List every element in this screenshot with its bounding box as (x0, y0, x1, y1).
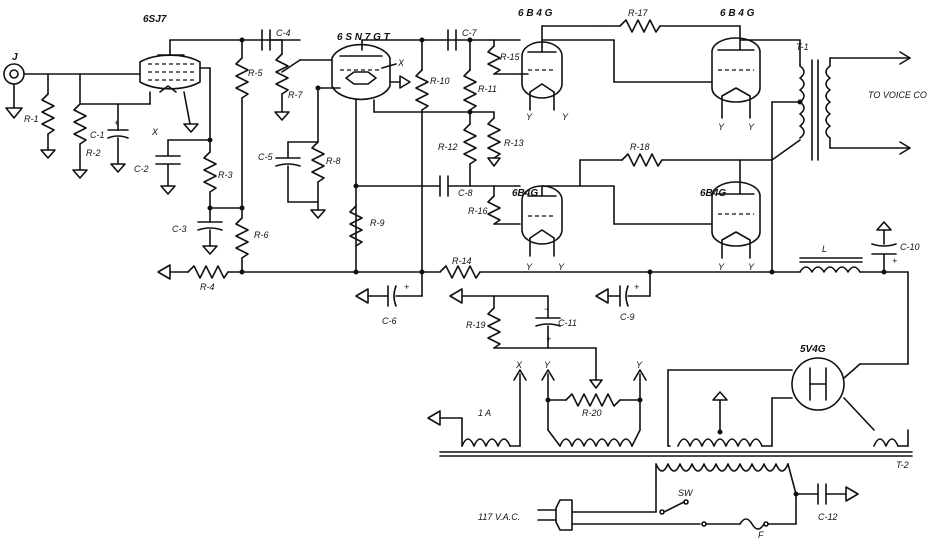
y-label-6: Y (558, 262, 565, 272)
y-label-7: Y (718, 262, 725, 272)
c5-label: C-5 (258, 152, 273, 162)
jack-label: J (12, 52, 18, 63)
y-label-1: Y (526, 112, 533, 122)
svg-text:+: + (634, 282, 639, 292)
y-label-2: Y (562, 112, 569, 122)
r17-label: R-17 (628, 8, 649, 18)
y-label-bottom-2: Y (636, 360, 643, 370)
r11-label: R-11 (478, 84, 497, 94)
c4-label: C-4 (276, 28, 291, 38)
fuse-f (701, 518, 769, 530)
svg-text:+: + (892, 256, 897, 266)
r18-label: R-18 (630, 142, 650, 152)
x-label-6sj7: X (151, 127, 159, 137)
y-label-3: Y (718, 122, 725, 132)
r2-label: R-2 (86, 148, 101, 158)
choke-label: L (822, 244, 827, 254)
switch-label: SW (678, 488, 694, 498)
input-jack (3, 63, 81, 119)
mains-label: 117 V.A.C. (478, 512, 520, 522)
c1-label: C-1 (90, 130, 105, 140)
tube-5v4g (791, 357, 845, 411)
r5-label: R-5 (248, 68, 263, 78)
c12-label: C-12 (818, 512, 838, 522)
tube-5v4g-label: 5V4G (800, 344, 826, 355)
tube-6b4g-top-right-label: 6 B 4 G (720, 8, 755, 19)
tube-6b4g-bot-right-label: 6B4G (700, 188, 726, 199)
choke-l (799, 257, 863, 273)
r14-label: R-14 (452, 256, 472, 266)
t1-label: T-1 (796, 42, 809, 52)
r8-label: R-8 (326, 156, 341, 166)
r13-label: R-13 (504, 138, 524, 148)
svg-text:+: + (114, 118, 119, 128)
svg-text:+: + (404, 282, 409, 292)
tube-6b4g-bot-left-label: 6B4G (512, 188, 538, 199)
r6-label: R-6 (254, 230, 269, 240)
r1-label: R-1 (24, 114, 39, 124)
svg-text:−: − (544, 304, 549, 314)
voice-coil-label: TO VOICE COIL (868, 90, 927, 100)
r20-label: R-20 (582, 408, 602, 418)
c10-label: C-10 (900, 242, 920, 252)
fuse-label: F (758, 530, 764, 539)
tube-6sj7 (139, 54, 201, 93)
y-label-4: Y (748, 122, 755, 132)
tube-6sn7gt-label: 6 S N 7 G T (337, 32, 391, 43)
y-label-8: Y (748, 262, 755, 272)
switch-sw[interactable] (659, 499, 689, 515)
r19-label: R-19 (466, 320, 486, 330)
fuse-rating-label: 1 A (478, 408, 491, 418)
tube-6sn7gt (331, 43, 391, 101)
svg-text:+: + (546, 334, 551, 344)
c6-label: C-6 (382, 316, 397, 326)
c8-label: C-8 (458, 188, 473, 198)
r4-label: R-4 (200, 282, 215, 292)
r16-label: R-16 (468, 206, 488, 216)
tube-6b4g-top-right (711, 37, 761, 103)
x-label-6sn7: X (397, 58, 405, 68)
tube-6sj7-label: 6SJ7 (143, 14, 167, 25)
c3-label: C-3 (172, 224, 187, 234)
c11-label: C-11 (558, 318, 577, 328)
tube-6b4g-top-left-label: 6 B 4 G (518, 8, 553, 19)
c2-label: C-2 (134, 164, 149, 174)
r10-label: R-10 (430, 76, 450, 86)
tube-6b4g-bot-right (711, 181, 761, 247)
resistor-r1 (40, 73, 56, 159)
r9-label: R-9 (370, 218, 385, 228)
tube-6b4g-bot-left (521, 185, 563, 245)
r15-label: R-15 (500, 52, 521, 62)
r12-label: R-12 (438, 142, 458, 152)
t2-label: T-2 (896, 460, 909, 470)
r3-label: R-3 (218, 170, 233, 180)
x-label-bottom: X (515, 360, 523, 370)
c7-label: C-7 (462, 28, 477, 38)
mains-plug (537, 499, 573, 531)
transformer-t2 (439, 438, 913, 472)
y-label-bottom-1: Y (544, 360, 551, 370)
c9-label: C-9 (620, 312, 635, 322)
y-label-5: Y (526, 262, 533, 272)
r7-label: R-7 (288, 90, 303, 100)
transformer-t1 (799, 51, 911, 161)
